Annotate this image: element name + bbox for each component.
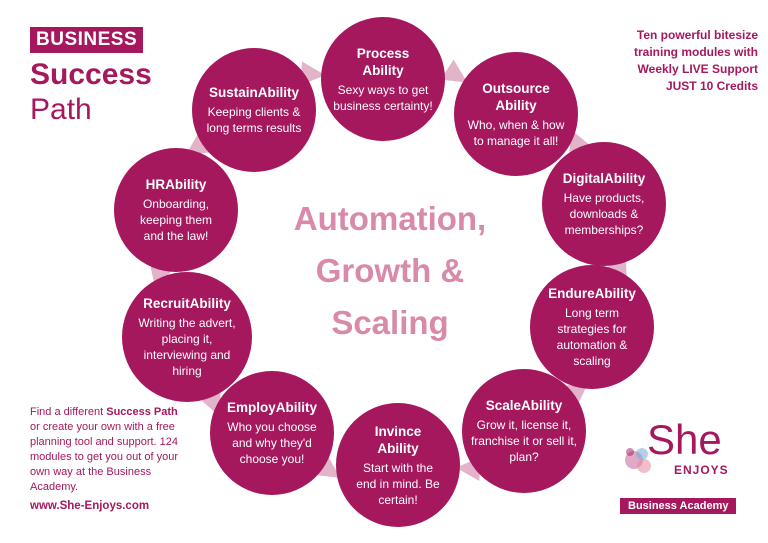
- module-title: SustainAbility: [208, 85, 299, 100]
- module-circle-invince: Invince Ability Start with the end in mi…: [336, 403, 460, 527]
- promo-line: Weekly LIVE Support: [637, 62, 758, 76]
- module-circle-outsource: Outsource Ability Who, when & how to man…: [454, 52, 578, 176]
- module-circle-recruit: RecruitAbility Writing the advert, placi…: [122, 272, 252, 402]
- cycle-arrow: [185, 132, 213, 156]
- promo-line: JUST 10 Credits: [665, 79, 758, 93]
- cycle-arrow: [198, 389, 221, 416]
- module-title: Invince Ability: [374, 423, 422, 456]
- bottom-text-emphasis: Success Path: [106, 406, 178, 418]
- promo-text: Ten powerful bitesize training modules w…: [588, 27, 758, 95]
- module-desc: Have products, downloads & memberships?: [563, 191, 645, 237]
- website-link[interactable]: www.She-Enjoys.com: [30, 500, 150, 512]
- module-circle-employ: EmployAbility Who you choose and why the…: [210, 371, 334, 495]
- module-title: DigitalAbility: [562, 171, 646, 186]
- module-desc: Who you choose and why they'd choose you…: [227, 420, 317, 466]
- logo-splash-icon: [625, 448, 651, 473]
- bottom-info-text: Find a different Success Path or create …: [30, 405, 188, 495]
- cycle-arrow: [313, 454, 341, 478]
- cycle-arrow: [569, 129, 592, 157]
- module-title: ScaleAbility: [485, 398, 563, 413]
- module-circle-hr: HRAbility Onboarding, keeping them and t…: [114, 148, 238, 272]
- module-circle-scale: ScaleAbility Grow it, license it, franch…: [462, 369, 586, 493]
- cycle-arrow: [562, 381, 590, 406]
- module-desc: Grow it, license it, franchise it or sel…: [470, 418, 578, 464]
- bottom-text-part: Find a different: [30, 406, 107, 418]
- module-title: Outsource Ability: [482, 80, 550, 113]
- module-title: EmployAbility: [226, 400, 317, 415]
- center-line: Automation,: [293, 200, 487, 237]
- module-circle-process: Process Ability Sexy ways to get busines…: [321, 17, 445, 141]
- logo-business-academy: Business Academy: [620, 498, 737, 514]
- module-desc: Writing the advert, placing it, intervie…: [138, 316, 236, 378]
- brand-business-label: BUSINESS: [30, 27, 144, 53]
- module-title: EndureAbility: [548, 286, 636, 301]
- module-title: RecruitAbility: [143, 296, 231, 311]
- module-desc: Who, when & how to manage it all!: [467, 117, 565, 148]
- module-circle-endure: EndureAbility Long term strategies for a…: [530, 265, 654, 389]
- promo-line: training modules with: [633, 45, 758, 59]
- module-desc: Sexy ways to get business certainty!: [333, 82, 433, 113]
- module-circle-digital: DigitalAbility Have products, downloads …: [542, 142, 666, 266]
- bottom-text-part: or create your own with a free planning …: [30, 421, 179, 493]
- module-desc: Keeping clients & long terms results: [206, 105, 302, 135]
- promo-line: Ten powerful bitesize: [636, 28, 758, 42]
- brand-success-title: Success: [30, 58, 152, 91]
- brand-path-title: Path: [30, 93, 92, 126]
- center-line: Scaling: [331, 304, 449, 341]
- center-heading: Automation, Growth & Scaling: [240, 193, 540, 349]
- logo-enjoys: ENJOYS: [674, 463, 729, 477]
- module-circle-sustain: SustainAbility Keeping clients & long te…: [192, 48, 316, 172]
- module-desc: Onboarding, keeping them and the law!: [139, 197, 213, 243]
- center-line: Growth &: [315, 252, 465, 289]
- logo-she: She: [647, 416, 722, 463]
- module-title: Process Ability: [356, 45, 410, 78]
- module-desc: Start with the end in mind. Be certain!: [356, 460, 440, 507]
- module-title: HRAbility: [145, 177, 207, 192]
- module-desc: Long term strategies for automation & sc…: [556, 306, 628, 368]
